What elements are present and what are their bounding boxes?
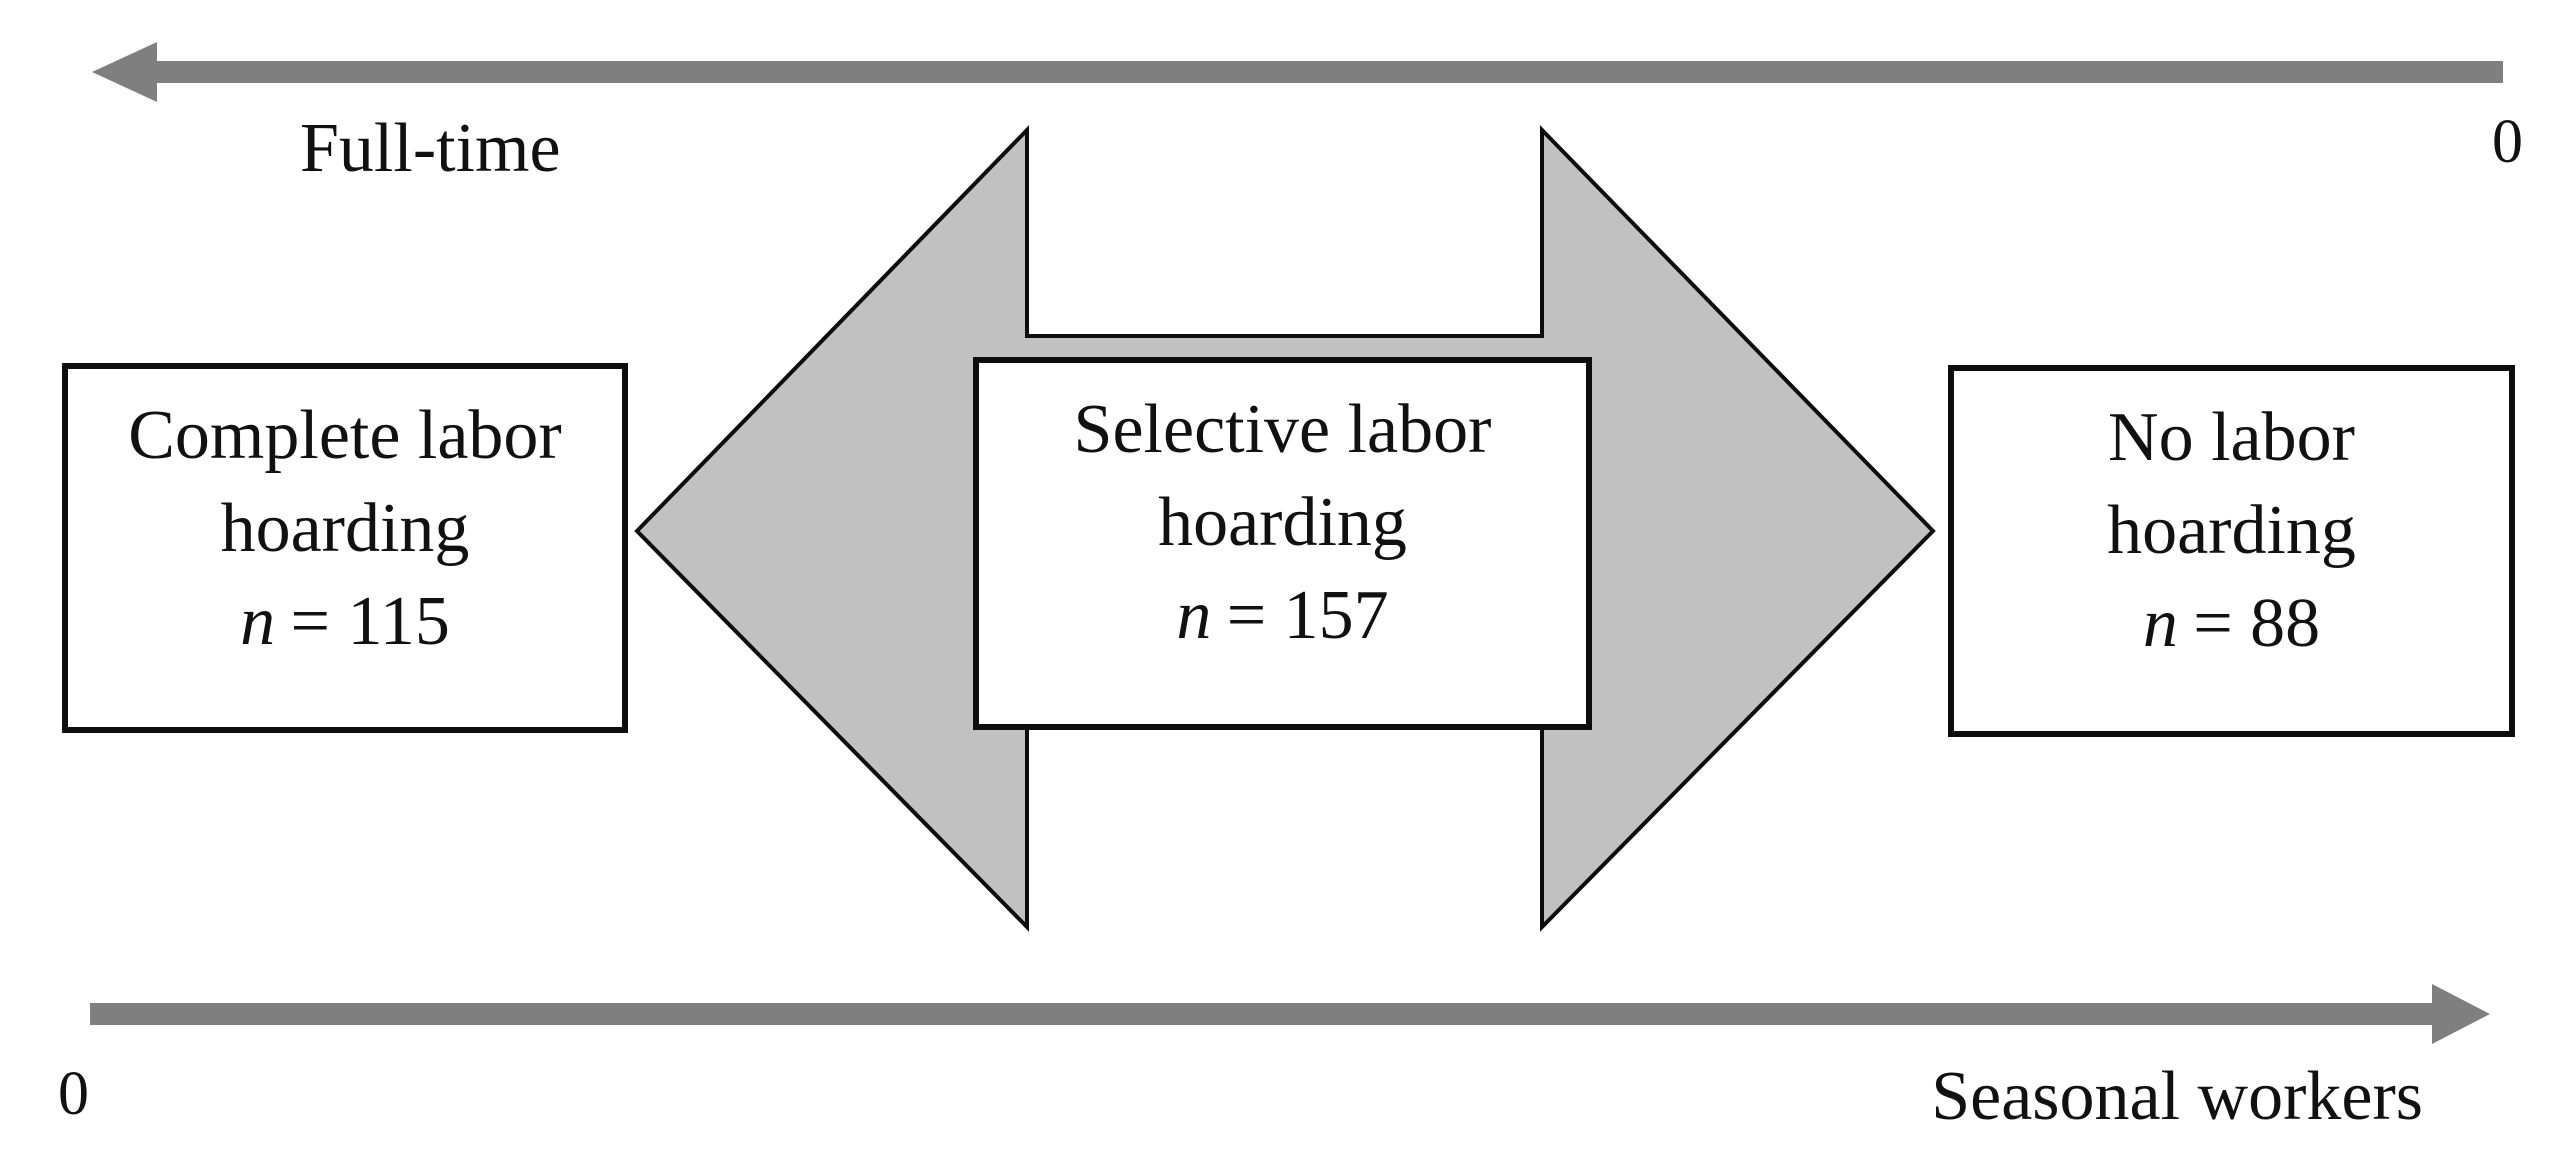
n-value: = 157 <box>1226 577 1389 654</box>
complete-labor-hoarding-box: Complete labor hoarding n= 115 <box>62 363 628 733</box>
box-title-line: No labor <box>2108 399 2355 476</box>
top-axis-left-arrow-icon <box>92 42 2503 102</box>
sample-size-line: n= 115 <box>68 575 622 668</box>
bottom-axis-right-arrow-icon <box>90 984 2490 1044</box>
box-title-line: Complete labor <box>128 397 562 474</box>
n-symbol: n <box>1176 577 1212 654</box>
selective-labor-hoarding-box: Selective labor hoarding n= 157 <box>973 357 1592 730</box>
top-axis-zero-label: 0 <box>2492 108 2523 176</box>
n-symbol: n <box>240 583 276 660</box>
sample-size-line: n= 88 <box>1954 577 2509 670</box>
seasonal-workers-axis-label: Seasonal workers <box>1931 1058 2423 1135</box>
full-time-axis-label: Full-time <box>300 110 561 187</box>
box-title-line: hoarding <box>2107 492 2356 569</box>
bottom-axis-zero-label: 0 <box>58 1060 89 1128</box>
no-labor-hoarding-box: No labor hoarding n= 88 <box>1948 365 2515 737</box>
box-title-line: hoarding <box>1158 484 1407 561</box>
n-symbol: n <box>2142 585 2178 662</box>
n-value: = 115 <box>290 583 450 660</box>
box-title-line: hoarding <box>220 490 470 567</box>
n-value: = 88 <box>2193 585 2321 662</box>
sample-size-line: n= 157 <box>979 569 1586 662</box>
box-title-line: Selective labor <box>1073 391 1492 468</box>
